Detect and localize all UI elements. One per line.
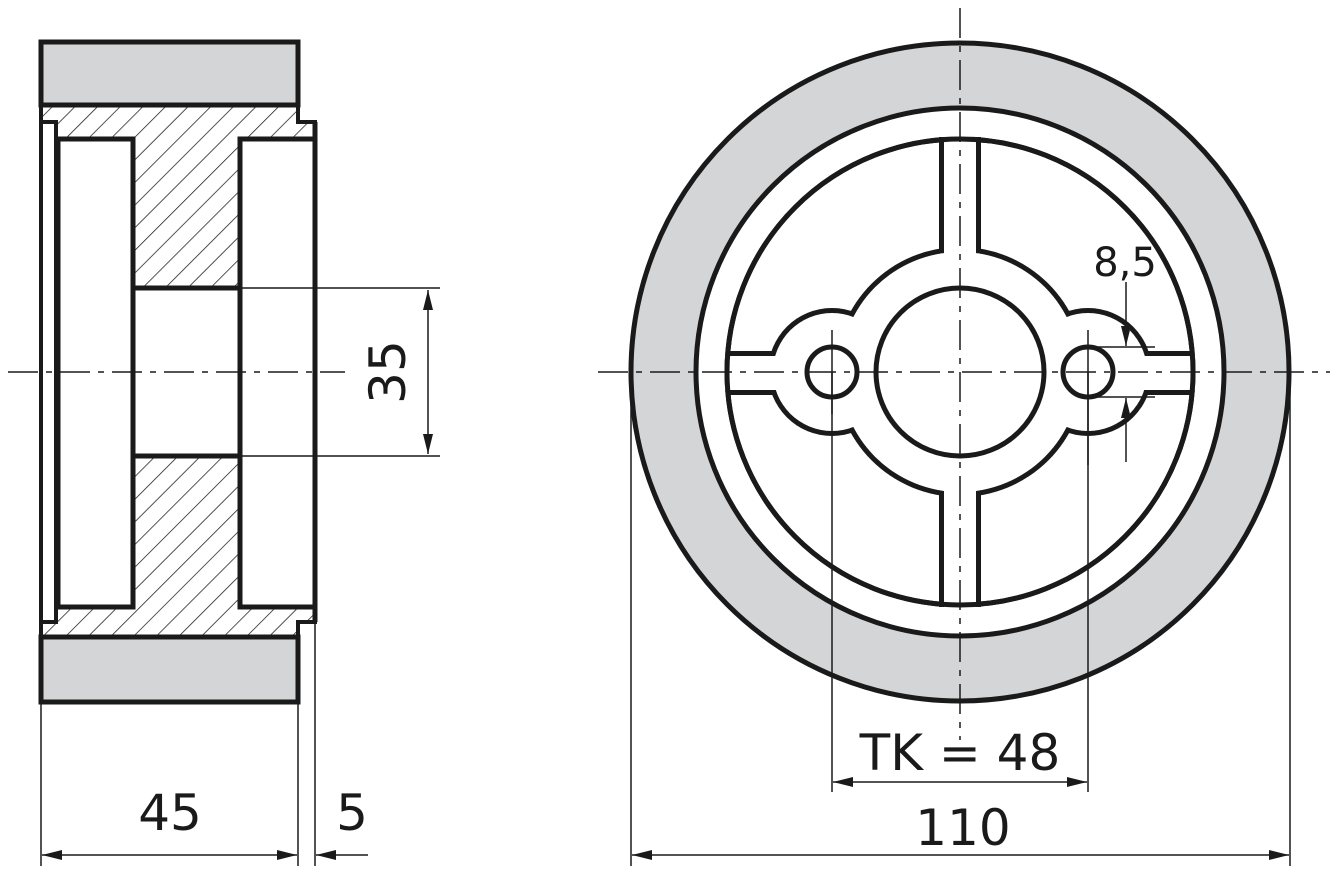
section-view: [8, 39, 345, 705]
right-recess-fill: [243, 142, 312, 604]
tire-top: [38, 39, 301, 108]
dim-width-label: 45: [138, 784, 202, 842]
dim-bore-label: 35: [359, 340, 417, 404]
dimension-5: 5: [314, 622, 368, 866]
tire-bottom: [38, 634, 301, 705]
dim-offset-label: 5: [336, 784, 368, 842]
left-recess-fill: [61, 142, 130, 604]
dimension-bolt-circle: TK = 48: [831, 372, 1089, 792]
dimension-hole: 8,5: [1088, 240, 1157, 462]
dim-bolt-circle-label: TK = 48: [859, 724, 1061, 782]
dim-diameter-label: 110: [915, 799, 1010, 857]
dim-hole-label: 8,5: [1093, 240, 1157, 286]
dimension-45: 45: [40, 702, 299, 866]
front-view: [598, 8, 1330, 740]
dimension-110: 110: [630, 372, 1291, 866]
dimension-35: 35: [240, 287, 440, 457]
